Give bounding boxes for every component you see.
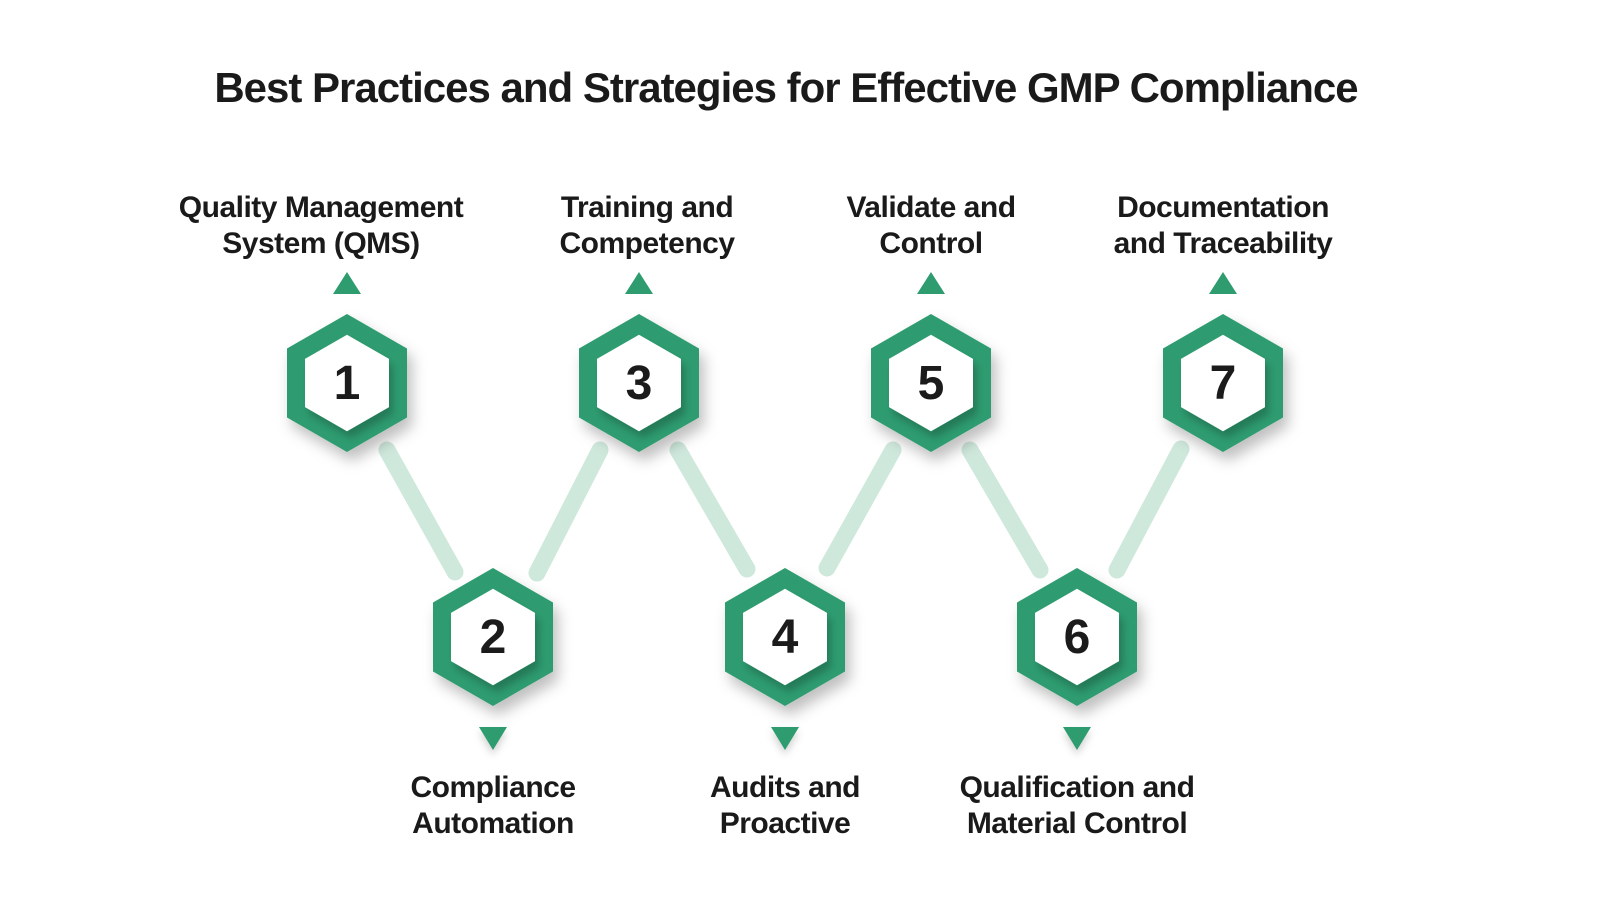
label-line: Compliance — [410, 771, 576, 804]
triangle-down-icon — [1063, 727, 1091, 750]
label-line: and Traceability — [1113, 227, 1333, 260]
hexagon-icon: 3 — [579, 314, 699, 452]
node-label: Validate and Control — [846, 190, 1016, 262]
node-3: Training and Competency 3 — [489, 190, 789, 452]
hexagon-icon: 5 — [871, 314, 991, 452]
hexagon-icon: 6 — [1017, 568, 1137, 706]
connector-line — [1108, 440, 1190, 579]
label-line: Proactive — [719, 807, 851, 840]
node-1: Quality Management System (QMS) 1 — [179, 190, 497, 452]
label-line: System (QMS) — [222, 227, 420, 260]
triangle-up-icon — [625, 272, 653, 294]
node-number: 2 — [479, 610, 507, 664]
node-5: Validate and Control 5 — [781, 190, 1081, 452]
triangle-down-icon — [771, 727, 799, 750]
label-line: Competency — [559, 227, 735, 260]
label-line: Audits and — [710, 771, 861, 804]
hexagon-inner-shape — [451, 588, 535, 686]
hexagon-inner-shape — [305, 334, 389, 432]
hexagon-inner-shape — [1035, 588, 1119, 686]
node-number: 4 — [771, 610, 799, 664]
hexagon-icon: 1 — [287, 314, 407, 452]
node-label: Quality Management System (QMS) — [178, 190, 464, 262]
connector-line — [528, 441, 609, 582]
node-2: 2 Compliance Automation — [343, 568, 643, 842]
label-line: Training and — [560, 191, 734, 224]
node-number: 3 — [625, 356, 653, 410]
node-number: 5 — [917, 356, 945, 410]
label-line: Documentation — [1117, 191, 1329, 224]
node-number: 1 — [333, 356, 361, 410]
label-line: Material Control — [966, 807, 1188, 840]
node-label: Training and Competency — [559, 190, 735, 262]
node-label: Qualification and Material Control — [960, 770, 1195, 842]
connector-line — [961, 441, 1049, 579]
hexagon-icon: 2 — [433, 568, 553, 706]
node-7: Documentation and Traceability 7 — [1073, 190, 1373, 452]
hexagon-inner-shape — [597, 334, 681, 432]
node-label: Compliance Automation — [410, 770, 576, 842]
label-line: Quality Management — [178, 191, 464, 224]
node-4: 4 Audits and Proactive — [635, 568, 935, 842]
connector-line — [669, 441, 756, 578]
hexagon-inner-shape — [889, 334, 973, 432]
triangle-up-icon — [1209, 272, 1237, 294]
node-number: 6 — [1063, 610, 1091, 664]
triangle-down-icon — [479, 727, 507, 750]
hexagon-icon: 7 — [1163, 314, 1283, 452]
label-line: Qualification and — [959, 771, 1195, 804]
label-line: Validate and — [846, 191, 1016, 224]
connector-line — [378, 441, 464, 581]
diagram-title: Best Practices and Strategies for Effect… — [214, 64, 1358, 111]
node-6: 6 Qualification and Material Control — [927, 568, 1227, 842]
node-number: 7 — [1209, 356, 1237, 410]
hexagon-icon: 4 — [725, 568, 845, 706]
node-label: Documentation and Traceability — [1114, 190, 1333, 262]
node-label: Audits and Proactive — [710, 770, 861, 842]
label-line: Automation — [412, 807, 574, 840]
hexagon-inner-shape — [1181, 334, 1265, 432]
label-line: Control — [879, 227, 983, 260]
connector-line — [818, 441, 902, 577]
hexagon-inner-shape — [743, 588, 827, 686]
triangle-up-icon — [917, 272, 945, 294]
triangle-up-icon — [333, 272, 361, 294]
